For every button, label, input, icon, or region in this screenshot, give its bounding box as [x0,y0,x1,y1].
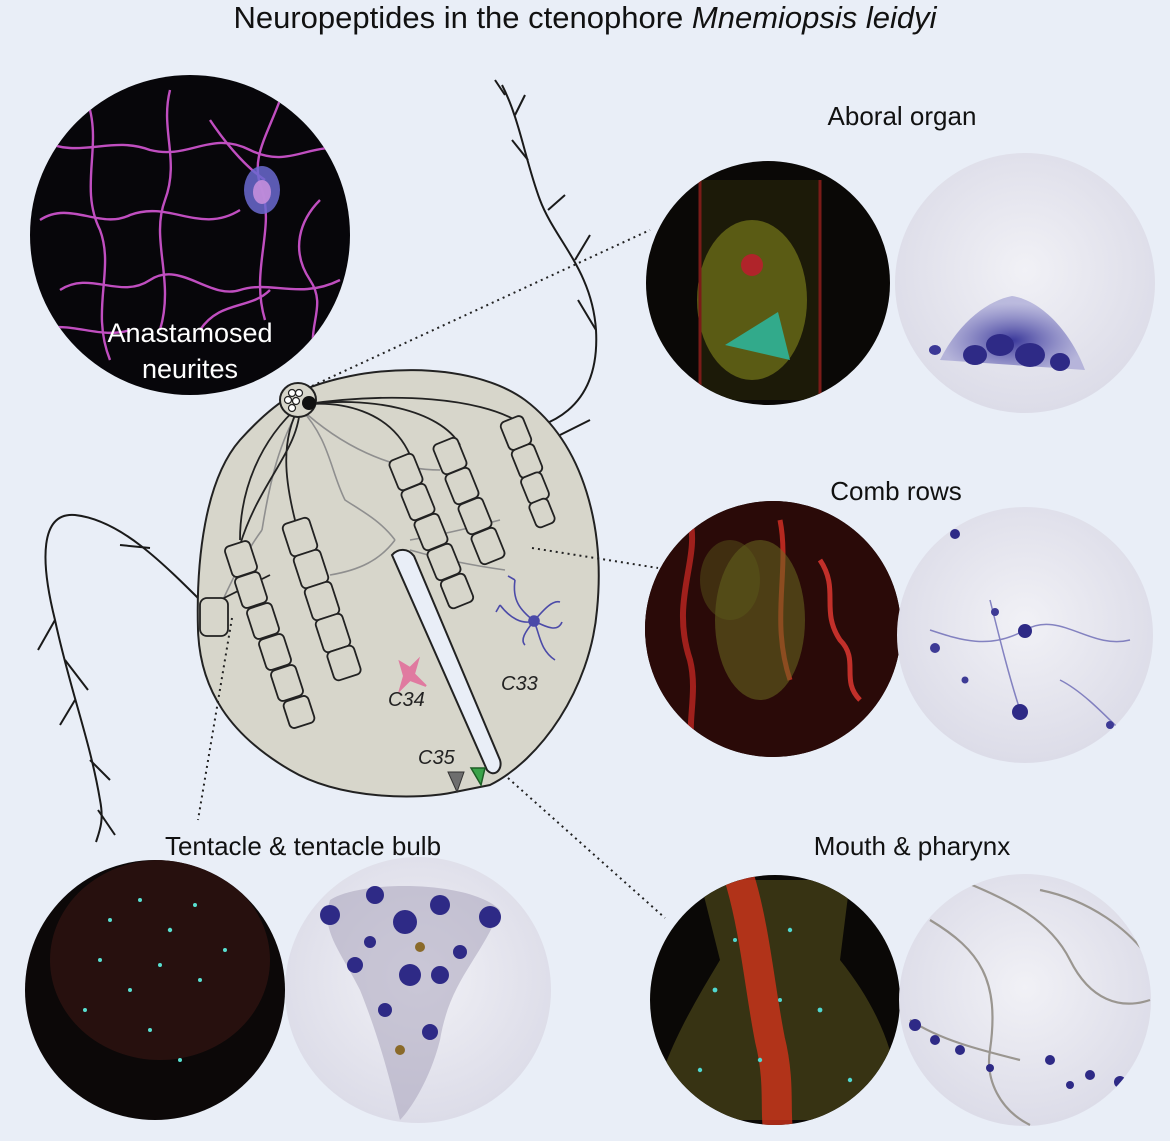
left-tentacle [37,513,211,843]
statocyst-icon [279,382,317,418]
label-comb-rows: Comb rows [830,476,961,506]
label-c35: C35 [418,747,456,769]
comb-rows-confocal-image [645,501,901,757]
title-species: Mnemiopsis leidyi [691,0,937,35]
neurites-label-line2: neurites [142,354,238,384]
c35-cells-icon [447,767,486,794]
aboral-confocal-image [646,161,890,405]
mouth-confocal-image [650,875,900,1125]
aboral-insitu-image [895,153,1155,413]
label-c34: C34 [388,689,425,711]
label-aboral-organ: Aboral organ [828,101,977,131]
title-prefix: Neuropeptides in the ctenophore [233,0,692,35]
neurites-label-line1: Anastamosed [107,318,272,348]
mouth-insitu-image [899,874,1151,1126]
right-tentacle [467,79,598,436]
label-tentacle: Tentacle & tentacle bulb [165,831,441,861]
comb-rows [199,415,556,729]
connector-lines [197,229,666,919]
neurites-image: Anastamosed neurites [30,75,350,395]
c34-neuron-icon [397,656,427,694]
tentacle-confocal-image [25,860,285,1120]
figure-title: Neuropeptides in the ctenophore Mnemiops… [0,0,1170,40]
comb-rows-insitu-image [897,507,1153,763]
label-mouth: Mouth & pharynx [814,831,1011,861]
c33-neuron-icon [495,575,563,661]
label-c33: C33 [501,673,538,695]
tentacle-insitu-image [285,857,551,1123]
